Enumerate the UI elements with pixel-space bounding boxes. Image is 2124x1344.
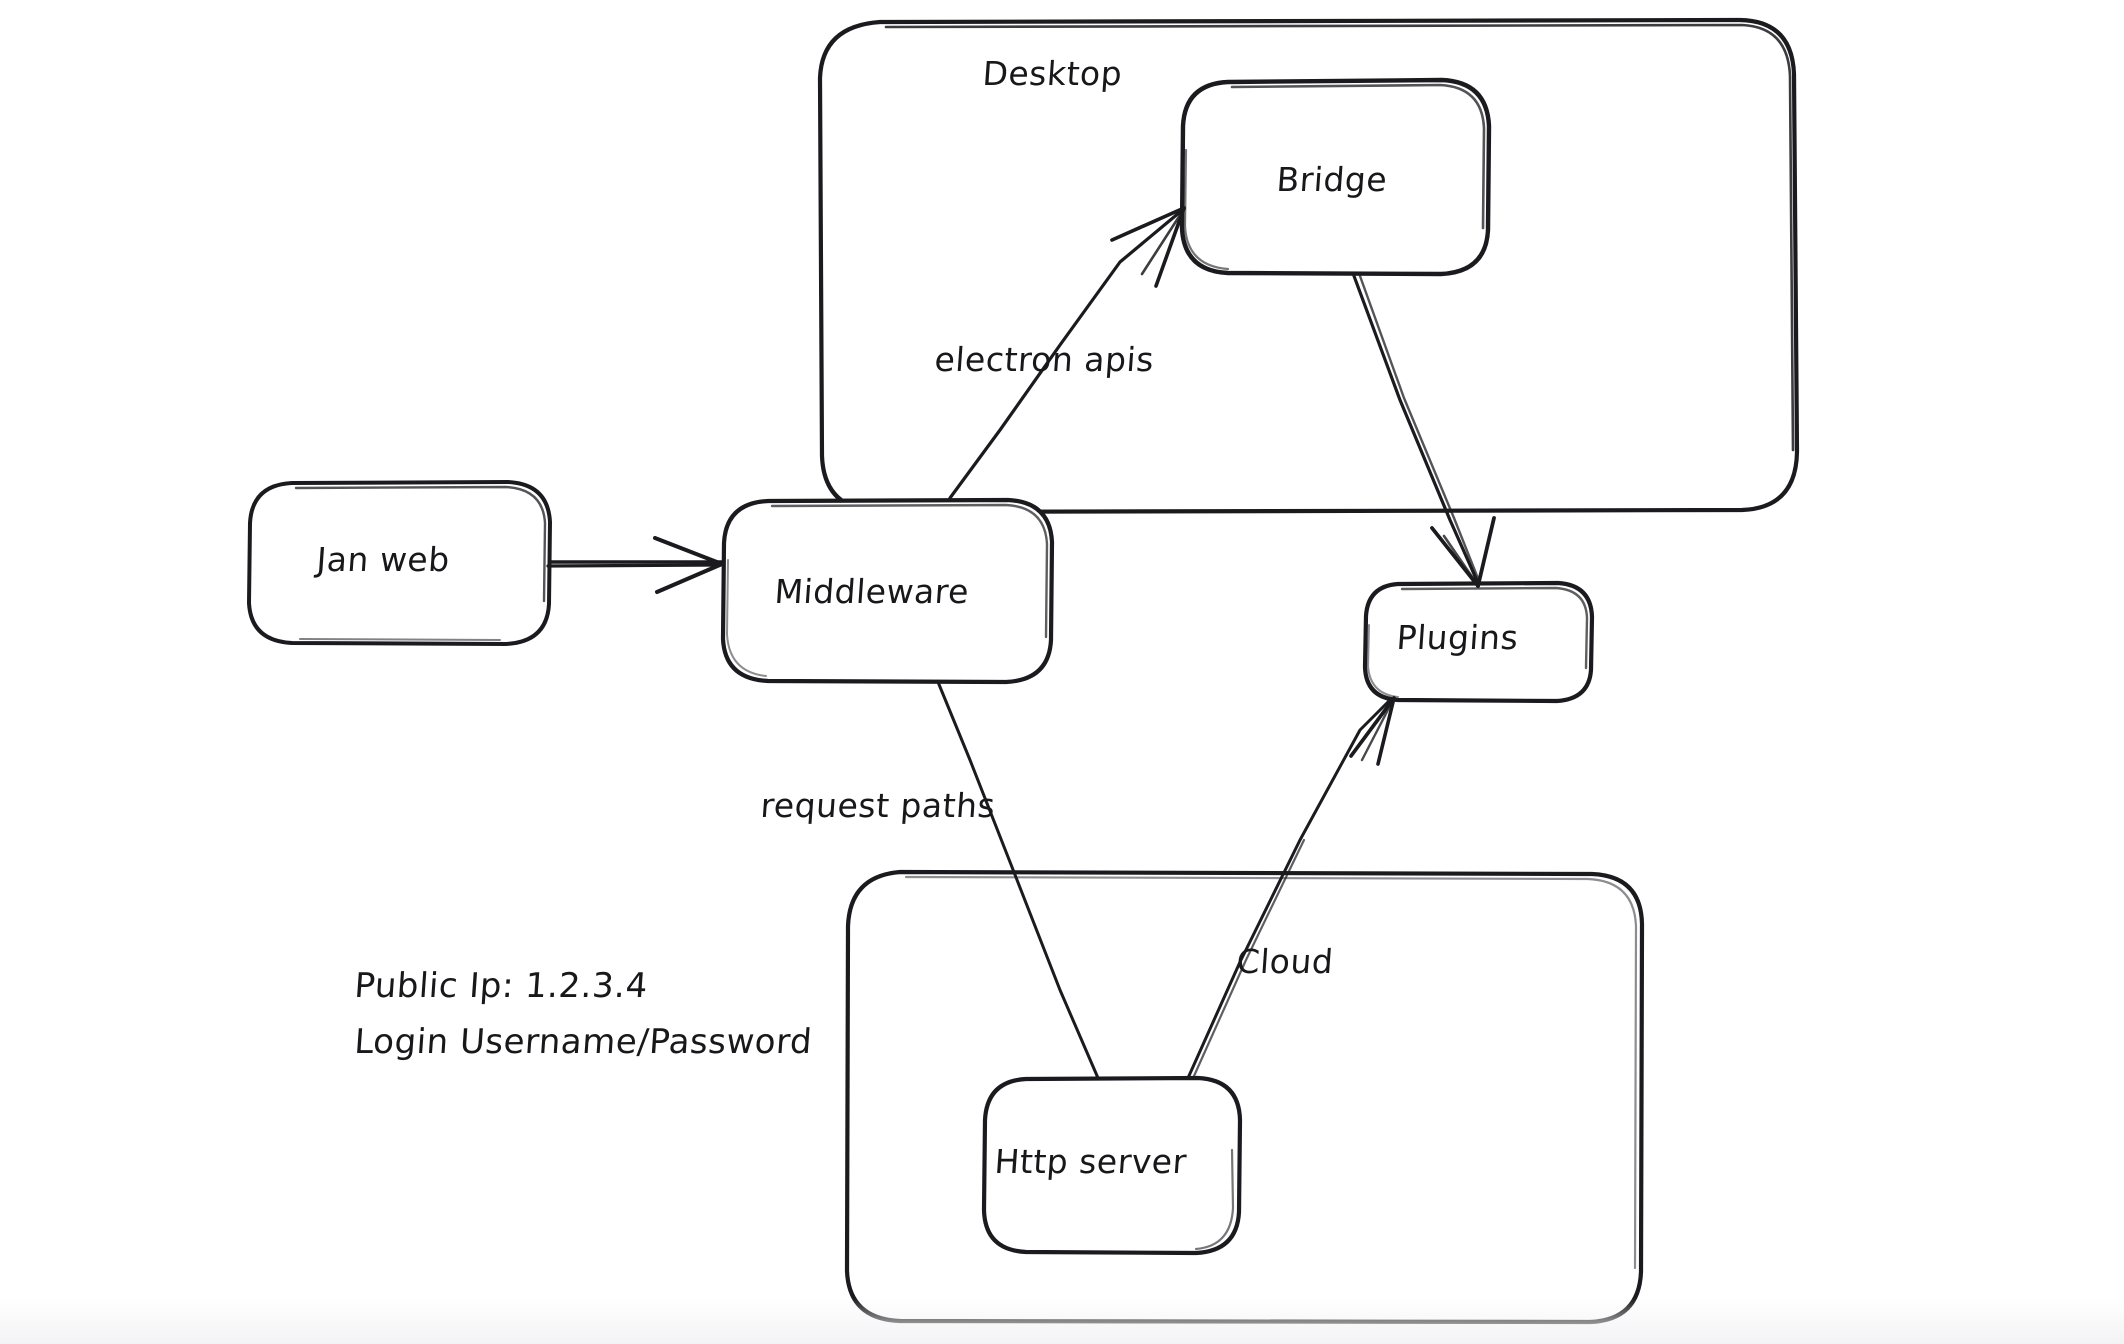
edge-middleware-to-http <box>936 680 1100 1080</box>
node-http-server[interactable] <box>981 1075 1243 1256</box>
container-desktop <box>817 17 1800 515</box>
node-jan-web[interactable] <box>247 480 552 646</box>
edge-bridge-to-plugins <box>1352 274 1496 588</box>
node-label-jan-web: Jan web <box>315 540 452 579</box>
node-label-middleware: Middleware <box>773 572 971 611</box>
node-middleware[interactable] <box>720 497 1055 685</box>
node-label-http-server: Http server <box>993 1142 1189 1181</box>
container-cloud-region <box>844 869 1645 1325</box>
node-label-plugins: Plugins <box>1395 618 1520 657</box>
note-login-credentials: Login Username/Password <box>353 1022 814 1062</box>
edge-label-cloud: Cloud <box>1235 942 1335 981</box>
node-bridge[interactable] <box>1179 77 1492 277</box>
edge-label-request-paths: request paths <box>759 786 997 825</box>
note-public-ip: Public Ip: 1.2.3.4 <box>353 966 650 1006</box>
container-label-desktop: Desktop <box>981 54 1124 93</box>
node-label-bridge: Bridge <box>1275 160 1389 199</box>
edge-label-electron-apis: electron apis <box>933 340 1156 379</box>
edge-web-to-middleware <box>546 536 724 594</box>
node-plugins[interactable] <box>1362 580 1595 704</box>
edge-middleware-to-bridge <box>948 206 1186 500</box>
edge-http-to-plugins <box>1186 696 1396 1080</box>
